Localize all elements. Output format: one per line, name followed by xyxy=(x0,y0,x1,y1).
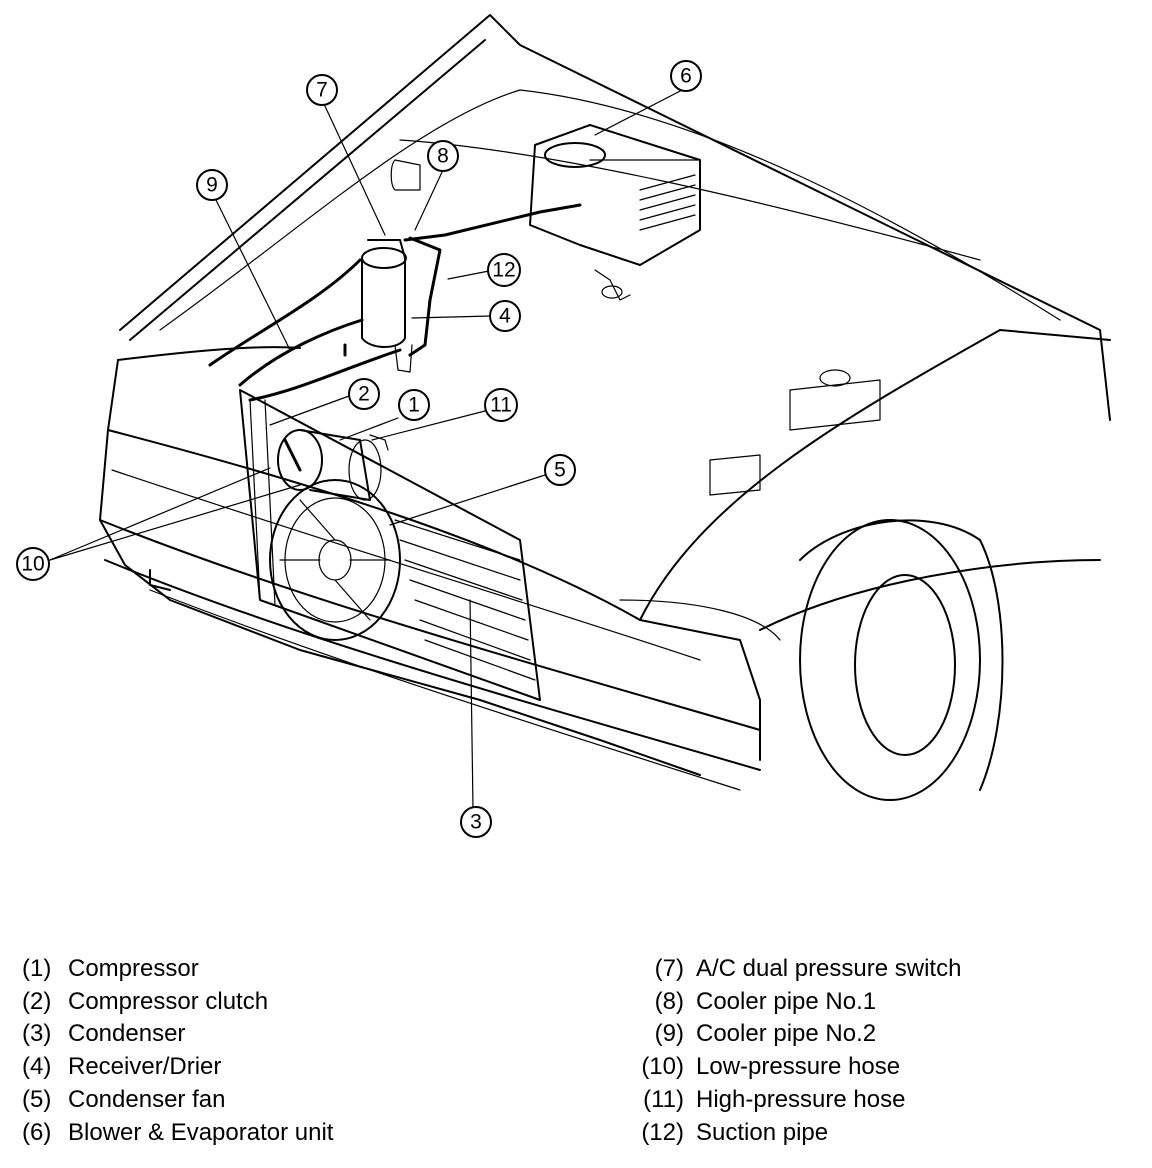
svg-text:6: 6 xyxy=(680,65,692,88)
svg-text:2: 2 xyxy=(358,383,370,406)
legend-label: Receiver/Drier xyxy=(68,1053,222,1081)
svg-text:7: 7 xyxy=(316,79,328,102)
legend-number: (9) xyxy=(654,1020,684,1048)
legend-item: (6) Blower & Evaporator unit xyxy=(22,1117,333,1150)
legend-number: (6) xyxy=(22,1118,52,1146)
callout-5: 5 xyxy=(544,454,576,486)
legend-item: (5) Condenser fan xyxy=(22,1084,333,1117)
legend-item: (7) A/C dual pressure switch xyxy=(618,953,962,986)
callout-8: 8 xyxy=(427,140,459,172)
blower-evaporator-unit xyxy=(529,124,701,301)
svg-text:11: 11 xyxy=(490,394,512,417)
callout-12: 12 xyxy=(487,253,521,287)
svg-text:1: 1 xyxy=(408,394,420,417)
callout-3: 3 xyxy=(460,806,492,838)
callout-9: 9 xyxy=(196,169,228,201)
open-hood xyxy=(119,14,1111,621)
svg-text:8: 8 xyxy=(437,145,449,168)
legend-number: (11) xyxy=(643,1085,684,1113)
refrigerant-lines xyxy=(208,203,582,402)
svg-text:10: 10 xyxy=(21,553,44,576)
legend-right-column: (7) A/C dual pressure switch (8) Cooler pi… xyxy=(618,953,961,1149)
callout-6: 6 xyxy=(670,60,702,92)
receiver-drier xyxy=(361,239,413,373)
condenser xyxy=(239,389,541,701)
svg-text:12: 12 xyxy=(492,259,515,282)
legend-label: Suction pipe xyxy=(696,1118,829,1146)
legend-number: (5) xyxy=(22,1085,52,1113)
legend-item: (2) Compressor clutch xyxy=(22,986,333,1019)
legend-label: Low-pressure hose xyxy=(696,1053,901,1081)
front-bumper xyxy=(99,519,761,791)
legend-number: (8) xyxy=(654,987,684,1015)
legend-number: (2) xyxy=(22,987,52,1015)
callout-1: 1 xyxy=(398,389,430,421)
legend-label: Condenser xyxy=(68,1020,186,1048)
legend-number: (3) xyxy=(22,1020,52,1048)
legend-label: Cooler pipe No.2 xyxy=(696,1020,877,1048)
legend-item: (11) High-pressure hose xyxy=(618,1084,961,1117)
compressor xyxy=(277,429,389,501)
condenser-fan xyxy=(269,479,401,641)
legend-item: (3) Condenser xyxy=(22,1018,333,1051)
front-wheel xyxy=(799,519,1004,801)
legend-item: (1) Compressor xyxy=(22,953,333,986)
legend-item: (9) Cooler pipe No.2 xyxy=(618,1018,961,1051)
ac-system-diagram: 1 2 3 4 5 6 7 8 9 10 11 12 xyxy=(16,14,1111,838)
legend-item: (8) Cooler pipe No.1 xyxy=(618,986,961,1019)
svg-text:3: 3 xyxy=(470,811,482,834)
engine-bay-components xyxy=(390,159,881,496)
legend-item: (10) Low-pressure hose xyxy=(618,1051,961,1084)
legend-label: Compressor xyxy=(68,955,199,982)
legend-label: Condenser fan xyxy=(68,1085,226,1113)
svg-text:9: 9 xyxy=(206,174,218,197)
callout-2: 2 xyxy=(348,378,380,410)
legend-number: (12) xyxy=(641,1118,684,1146)
legend-label: High-pressure hose xyxy=(696,1085,906,1113)
legend-number: (1) xyxy=(22,955,52,982)
callout-7: 7 xyxy=(306,74,338,106)
svg-text:5: 5 xyxy=(554,459,566,482)
leader-lines xyxy=(49,87,687,809)
legend-label: Compressor clutch xyxy=(68,987,269,1015)
legend-number: (10) xyxy=(641,1053,684,1081)
callout-11: 11 xyxy=(484,388,518,422)
legend-number: (4) xyxy=(22,1053,52,1081)
legend-item: (4) Receiver/Drier xyxy=(22,1051,333,1084)
legend-label: A/C dual pressure switch xyxy=(696,955,962,982)
legend-item: (12) Suction pipe xyxy=(618,1117,961,1150)
legend-label: Cooler pipe No.1 xyxy=(696,987,877,1015)
svg-text:4: 4 xyxy=(499,305,511,328)
callout-10: 10 xyxy=(16,547,50,581)
car-body xyxy=(99,346,1101,776)
callout-4: 4 xyxy=(489,300,521,332)
legend-left-column: (1) Compressor (2) Compressor clutch (3) Co… xyxy=(22,953,333,1149)
legend-label: Blower & Evaporator unit xyxy=(68,1118,334,1146)
legend-number: (7) xyxy=(654,955,684,982)
